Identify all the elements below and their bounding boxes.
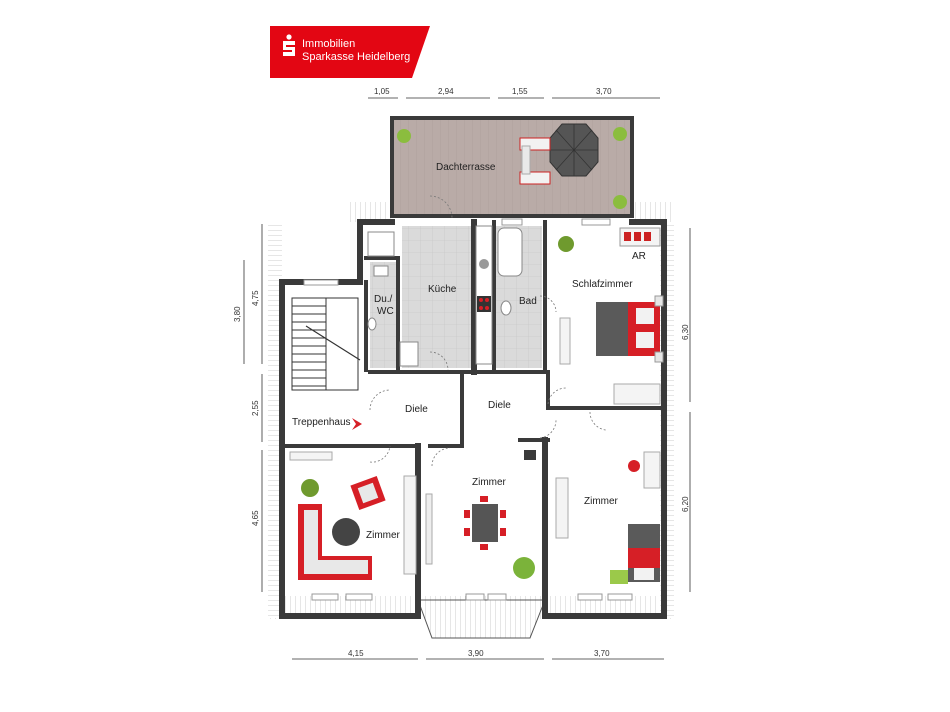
wardrobe-icon bbox=[555, 477, 569, 539]
sink-icon bbox=[373, 265, 419, 367]
room-label-zimmer-mid: Zimmer bbox=[472, 477, 507, 488]
room-label-duwc-2: WC bbox=[377, 306, 394, 317]
room-label-dachterrasse: Dachterrasse bbox=[436, 162, 496, 173]
duwc-floor bbox=[370, 262, 398, 368]
sparkasse-logo: Immobilien Sparkasse Heidelberg bbox=[270, 26, 430, 78]
bookshelf-icon bbox=[403, 475, 417, 575]
chimney-icon bbox=[524, 450, 536, 460]
dachterrasse-area bbox=[390, 116, 634, 218]
radiator-icon bbox=[289, 451, 333, 461]
lounge-chair-icon bbox=[519, 137, 551, 185]
room-label-diele-2: Diele bbox=[488, 400, 511, 411]
room-label-bad: Bad bbox=[519, 296, 537, 307]
room-label-schlafzimmer: Schlafzimmer bbox=[572, 279, 633, 290]
dim-left-4: 4,65 bbox=[251, 510, 260, 526]
room-label-zimmer-right: Zimmer bbox=[584, 496, 619, 507]
sofa-icon bbox=[298, 504, 372, 580]
kitchen-counter-icon bbox=[475, 225, 493, 365]
armchair-icon bbox=[350, 475, 386, 511]
dim-bottom-3: 3,70 bbox=[594, 649, 610, 658]
desk-icon bbox=[628, 451, 661, 489]
dim-right-1: 6,30 bbox=[681, 324, 690, 340]
toilet-icon bbox=[367, 300, 512, 331]
dim-top-4: 3,70 bbox=[596, 87, 612, 96]
ar-shelf-icon bbox=[619, 227, 661, 247]
parasol-icon bbox=[549, 123, 599, 177]
windows bbox=[303, 218, 633, 601]
dim-left-1: 3,80 bbox=[233, 306, 242, 322]
bed-single-icon bbox=[628, 524, 660, 582]
bathtub-icon bbox=[497, 227, 523, 277]
plant-icon bbox=[558, 236, 574, 252]
room-label-ar: AR bbox=[632, 251, 646, 262]
brand-line-1: Immobilien bbox=[302, 38, 356, 50]
sideboard-icon bbox=[425, 493, 433, 565]
dim-top-2: 2,94 bbox=[438, 87, 454, 96]
plant-icon bbox=[301, 479, 319, 497]
room-label-kueche: Küche bbox=[428, 284, 457, 295]
room-label-zimmer-left: Zimmer bbox=[366, 530, 401, 541]
shower-icon bbox=[367, 231, 395, 257]
logo-banner bbox=[270, 26, 430, 78]
room-label-diele-1: Diele bbox=[405, 404, 428, 415]
bed-double-icon bbox=[596, 295, 664, 363]
dim-right-2: 6,20 bbox=[681, 496, 690, 512]
dining-table-icon bbox=[464, 496, 506, 550]
plant-icon bbox=[513, 557, 535, 579]
dim-top-1: 1,05 bbox=[374, 87, 390, 96]
sparkasse-s-icon bbox=[283, 34, 295, 56]
entry-arrow-icon bbox=[352, 418, 362, 430]
dim-top-3: 1,55 bbox=[512, 87, 528, 96]
walls bbox=[279, 219, 667, 619]
plant-icon bbox=[397, 127, 627, 209]
room-label-duwc-1: Du./ bbox=[374, 294, 393, 305]
dresser-icon bbox=[613, 383, 661, 405]
door-swings bbox=[369, 195, 607, 467]
plant-icon bbox=[610, 570, 628, 584]
dim-bottom-2: 3,90 bbox=[468, 649, 484, 658]
dimension-lines bbox=[243, 97, 691, 660]
dim-bottom-1: 4,15 bbox=[348, 649, 364, 658]
dim-left-2: 4,75 bbox=[251, 290, 260, 306]
staircase-icon bbox=[291, 297, 361, 391]
dim-left-3: 2,55 bbox=[251, 400, 260, 416]
wardrobe-icon bbox=[559, 317, 571, 365]
room-label-treppenhaus: Treppenhaus bbox=[292, 417, 351, 428]
brand-line-2: Sparkasse Heidelberg bbox=[302, 51, 411, 63]
